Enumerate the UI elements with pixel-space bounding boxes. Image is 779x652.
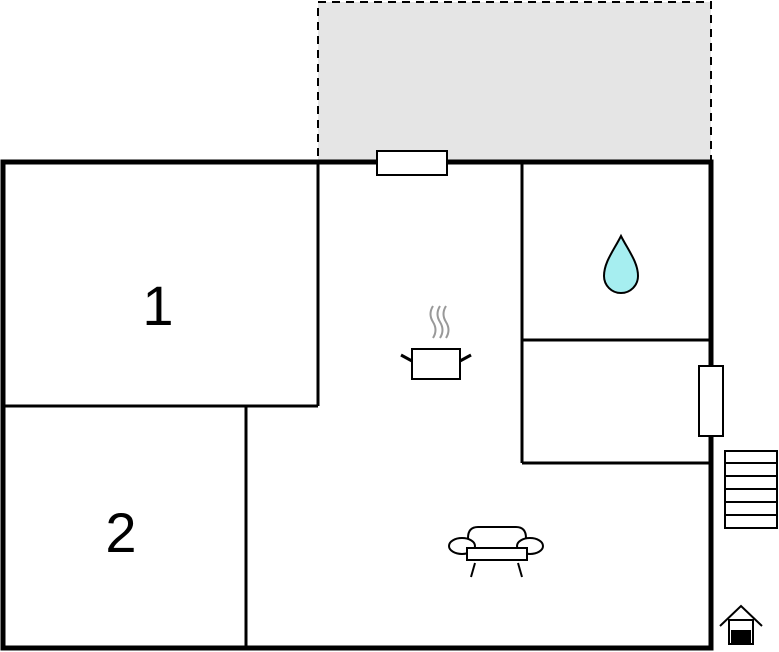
terrace bbox=[317, 1, 712, 163]
sofa-icon bbox=[448, 526, 544, 578]
window-right bbox=[698, 365, 724, 437]
room-label-1: 1 bbox=[142, 274, 173, 337]
room-label-2: 2 bbox=[105, 501, 136, 564]
cooking-pot-icon bbox=[400, 305, 472, 380]
interior-walls bbox=[3, 162, 711, 648]
water-drop-icon bbox=[602, 233, 640, 294]
house-entrance-icon bbox=[719, 604, 763, 645]
stairs-icon bbox=[724, 450, 778, 529]
window-top bbox=[376, 150, 448, 176]
